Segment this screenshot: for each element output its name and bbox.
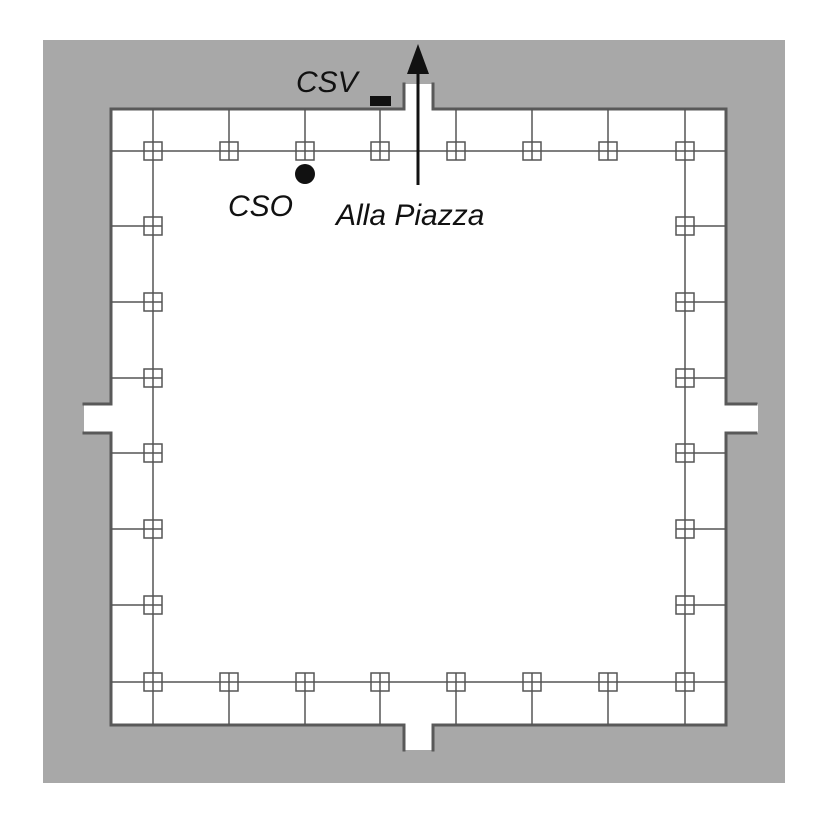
building-interior bbox=[84, 84, 758, 750]
sprinkler-head-bottom-icon bbox=[370, 672, 390, 692]
csv-marker bbox=[370, 96, 391, 106]
sprinkler-head-top-icon bbox=[370, 141, 390, 161]
sprinkler-heads bbox=[143, 141, 695, 692]
sprinkler-head-bottom-icon bbox=[446, 672, 466, 692]
sprinkler-head-bottom-icon bbox=[522, 672, 542, 692]
sprinkler-pipe-network bbox=[111, 109, 726, 725]
building-walls bbox=[82, 82, 758, 752]
sprinkler-head-top-icon bbox=[143, 141, 163, 161]
sprinkler-head-left-icon bbox=[143, 216, 163, 236]
sprinkler-head-right-icon bbox=[675, 595, 695, 615]
sprinkler-head-top-icon bbox=[522, 141, 542, 161]
sprinkler-head-top-icon bbox=[295, 141, 315, 161]
sprinkler-head-left-icon bbox=[143, 595, 163, 615]
sprinkler-head-top-icon bbox=[675, 141, 695, 161]
sprinkler-head-right-icon bbox=[675, 519, 695, 539]
sprinkler-head-bottom-icon bbox=[219, 672, 239, 692]
sprinkler-head-left-icon bbox=[143, 368, 163, 388]
sprinkler-head-top-icon bbox=[598, 141, 618, 161]
sprinkler-head-right-icon bbox=[675, 292, 695, 312]
sprinkler-head-right-icon bbox=[675, 216, 695, 236]
sprinkler-head-left-icon bbox=[143, 519, 163, 539]
csv-label: CSV bbox=[296, 66, 361, 99]
cso-marker bbox=[295, 164, 315, 184]
flow-arrow-icon bbox=[407, 44, 429, 185]
sprinkler-head-bottom-icon bbox=[598, 672, 618, 692]
cso-label: CSO bbox=[228, 190, 293, 223]
sprinkler-head-left-icon bbox=[143, 443, 163, 463]
sprinkler-head-right-icon bbox=[675, 443, 695, 463]
sprinkler-head-left-icon bbox=[143, 292, 163, 312]
sprinkler-head-right-icon bbox=[675, 368, 695, 388]
alla-piazza-label: Alla Piazza bbox=[334, 199, 484, 232]
sprinkler-head-bottom-icon bbox=[295, 672, 315, 692]
sprinkler-head-top-icon bbox=[446, 141, 466, 161]
sprinkler-head-bottom-icon bbox=[675, 672, 695, 692]
sprinkler-head-top-icon bbox=[219, 141, 239, 161]
sprinkler-head-bottom-icon bbox=[143, 672, 163, 692]
